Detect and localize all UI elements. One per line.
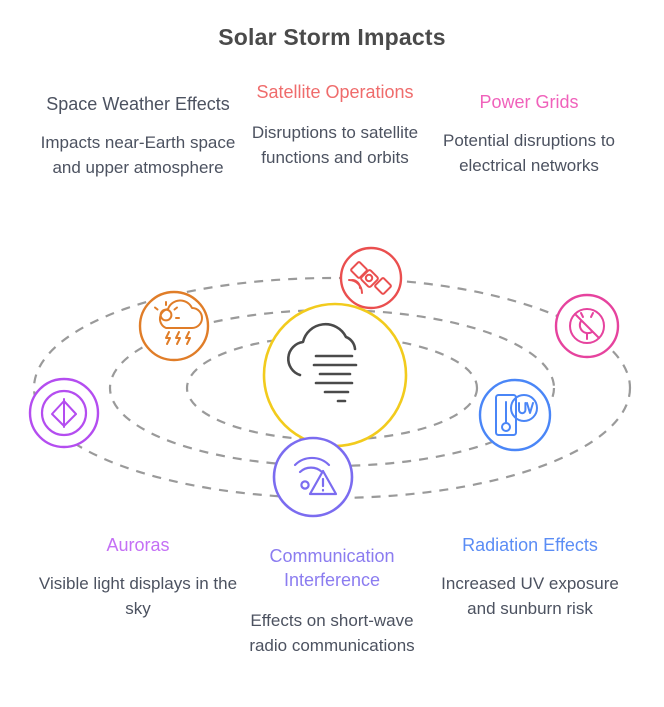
topic-auroras: Auroras Visible light displays in the sk… [28,533,248,621]
node-auroras [28,377,100,449]
node-radiation [478,378,552,452]
sun-cloud-lightning-icon [154,299,203,345]
node-inner-ring-auroras [40,389,88,437]
no-power-plug-icon [569,308,605,344]
topic-heading-auroras: Auroras [106,535,170,555]
node-satellite [339,246,403,310]
node-circle-communication [272,436,354,518]
topic-body-power-grids: Potential disruptions to electrical netw… [443,131,615,175]
topic-body-space-weather: Impacts near-Earth space and upper atmos… [40,133,236,177]
topic-heading-satellite-operations: Satellite Operations [256,82,414,102]
node-space-weather [138,290,210,362]
node-circle-satellite [339,246,403,310]
node-power-grids [554,293,620,359]
topic-body-auroras: Visible light displays in the sky [38,574,238,618]
wifi-warning-icon [293,456,338,496]
topic-radiation-effects: Radiation Effects Increased UV exposure … [433,533,627,621]
topic-heading-communication-interference: Communication Interference [269,546,395,590]
node-communication [272,436,354,518]
orbit-ellipse-middle [108,308,556,468]
topic-space-weather: Space Weather Effects Impacts near-Earth… [26,92,250,180]
storm-cloud-icon [287,322,358,403]
topic-heading-space-weather: Space Weather Effects [46,94,230,114]
thermometer-uv-icon [495,394,538,436]
topic-body-radiation-effects: Increased UV exposure and sunburn risk [441,574,619,618]
prism-diamond-icon [51,398,77,428]
orbit-ellipse-outer [32,276,632,500]
topic-communication-interference: Communication Interference Effects on sh… [230,544,434,658]
topic-body-communication-interference: Effects on short-wave radio communicatio… [249,611,415,655]
topic-body-satellite-operations: Disruptions to satellite functions and o… [251,123,419,167]
orbit-ellipse-inner [185,334,479,442]
topic-heading-radiation-effects: Radiation Effects [462,535,598,555]
topic-satellite-operations: Satellite Operations Disruptions to sate… [236,80,434,170]
page-title: Solar Storm Impacts [218,24,446,50]
satellite-icon [348,261,392,295]
orbit-diagram [0,238,664,530]
topic-power-grids: Power Grids Potential disruptions to ele… [437,90,621,178]
topic-heading-power-grids: Power Grids [479,92,579,112]
center-node [262,302,408,448]
